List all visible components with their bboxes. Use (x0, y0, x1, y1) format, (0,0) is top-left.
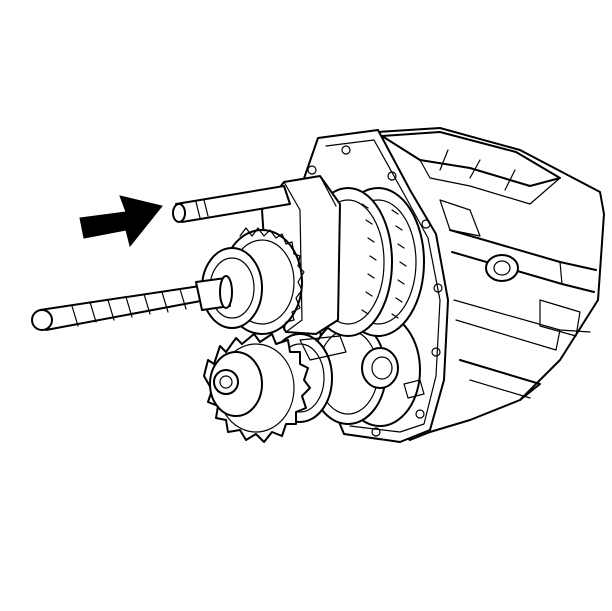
mainshaft-gear-stack (261, 175, 425, 337)
reverse-idler-gear (203, 333, 311, 443)
main-shaft (31, 275, 233, 331)
shift-rail (172, 185, 291, 223)
arrow-right-icon (79, 195, 163, 248)
bearing-retainer (299, 335, 425, 399)
